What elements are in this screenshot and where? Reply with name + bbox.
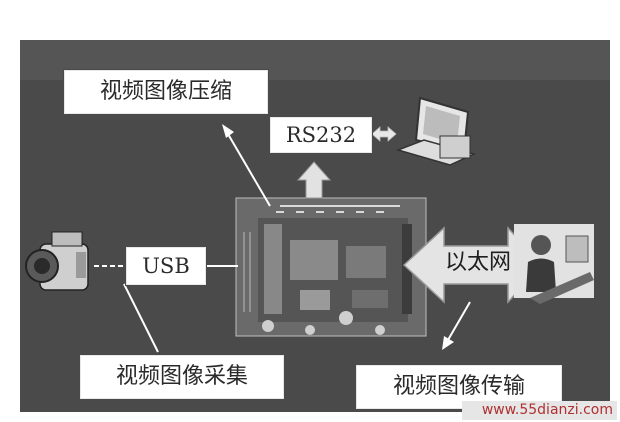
usb-label: USB bbox=[126, 247, 206, 285]
pointer-compress bbox=[222, 124, 271, 207]
double-arrow-rs232-computer bbox=[371, 126, 397, 142]
watermark: www.55dianzi.com bbox=[462, 401, 617, 420]
computer-icon bbox=[395, 96, 477, 166]
arrow-up-to-rs232 bbox=[296, 161, 332, 199]
pointer-capture bbox=[123, 283, 159, 353]
pointer-transfer bbox=[442, 301, 471, 350]
rs232-label: RS232 bbox=[270, 117, 372, 153]
circuit-board-icon bbox=[235, 197, 427, 337]
ethernet-label: 以太网 bbox=[444, 250, 511, 275]
video-capture-label: 视频图像采集 bbox=[80, 355, 284, 399]
video-camera-icon bbox=[25, 231, 89, 291]
video-compression-label: 视频图像压缩 bbox=[64, 70, 268, 114]
person-icon bbox=[514, 224, 594, 304]
